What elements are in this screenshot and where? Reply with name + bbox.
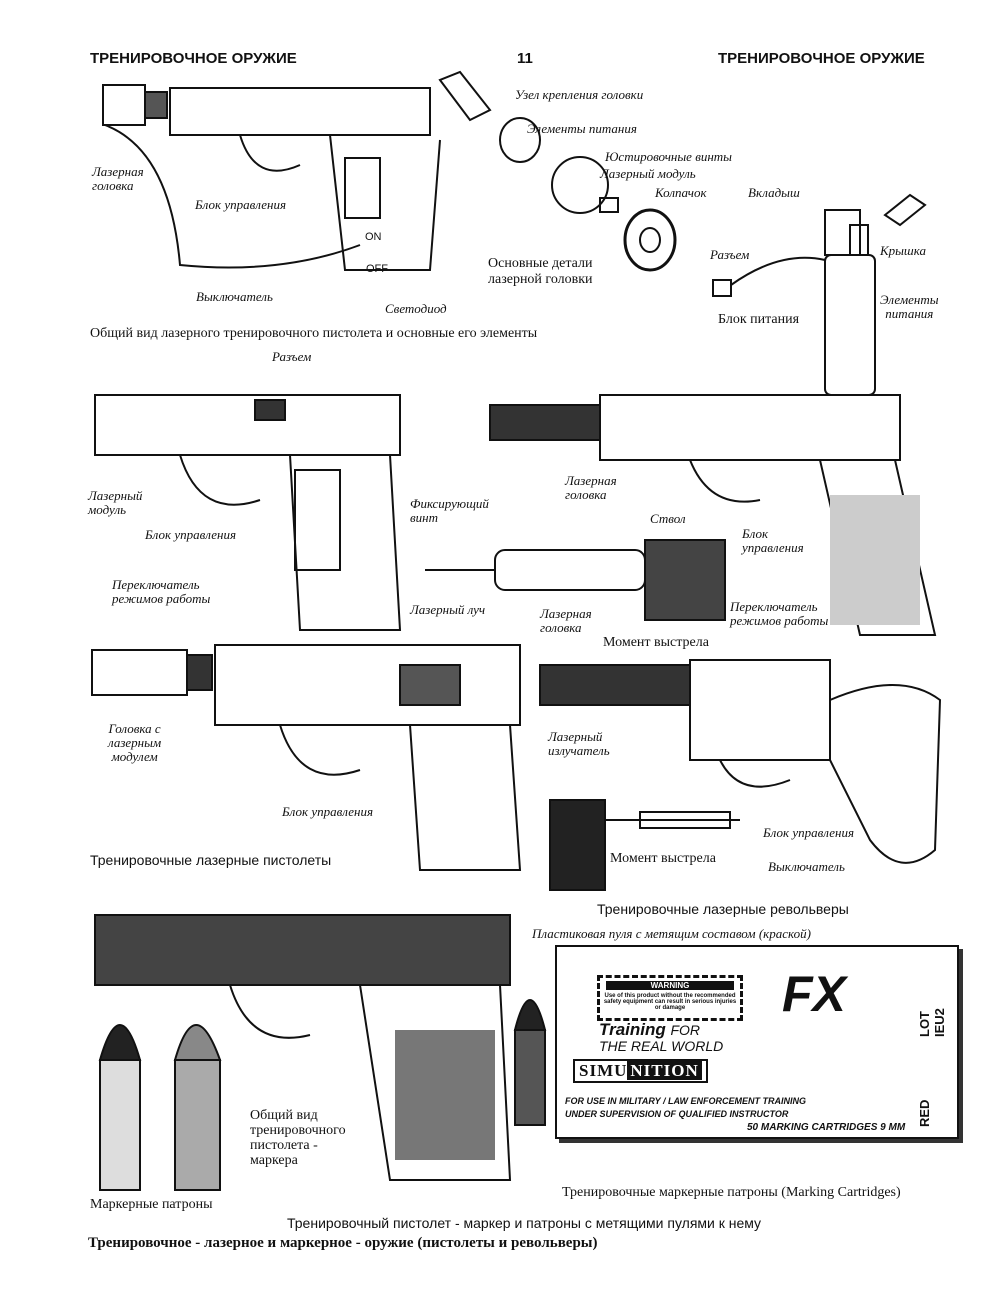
label-switch-2: Выключатель [768,859,845,874]
label-power-elements: Элементы питания [527,121,637,136]
running-header-right: ТРЕНИРОВОЧНОЕ ОРУЖИЕ [718,50,925,67]
page-title: Тренировочное - лазерное и маркерное - о… [88,1235,598,1251]
label-off: OFF [366,263,388,275]
label-control-unit-5: Блок управления [763,825,854,840]
revolver-shot-drawing [549,799,740,891]
fx-logo: FX [782,966,846,1022]
label-insert: Вкладыш [748,185,800,200]
label-head-mount: Узел крепления головки [515,87,644,102]
laser-pistol-drawing-4 [91,644,522,871]
lot-number: LOT IEU2 [917,1008,947,1037]
label-on: ON [365,231,382,243]
laser-pistol-drawing-2 [94,394,402,631]
caption-laser-pistols: Тренировочные лазерные пистолеты [90,852,332,868]
label-adjust-screws: Юстировочные винты [605,149,732,164]
label-laser-module: Лазерный модуль [600,166,696,181]
cartridge-count: 50 MARKING CARTRIDGES 9 MM [747,1122,906,1133]
label-laser-beam: Лазерный луч [410,602,486,617]
label-control-unit-2: Блок управления [145,527,236,542]
caption-section1: Общий вид лазерного тренировочного писто… [90,326,538,341]
marker-cartridges-drawing [98,999,547,1191]
label-led: Светодиод [385,301,447,316]
footer-subcaption: Тренировочный пистолет - маркер и патрон… [287,1215,762,1231]
label-power-unit: Блок питания [718,312,800,327]
marker-pistol-drawing [94,914,512,1181]
label-barrel: Ствол [650,511,686,526]
label-switch: Выключатель [196,289,273,304]
label-connector-2: Разъем [272,349,312,364]
revolver-drawing [539,659,942,864]
caption-box: Тренировочные маркерные патроны (Marking… [562,1185,901,1200]
caption-laser-revolvers: Тренировочные лазерные револьверы [597,901,849,917]
caption-shot-moment: Момент выстрела [603,635,709,650]
laser-pistol-drawing-1 [102,84,441,271]
label-control-unit-4: Блок управления [282,804,373,819]
paint-color: RED [917,1099,932,1127]
label-plastic-bullet: Пластиковая пуля с метящим составом (кра… [532,926,811,941]
label-connector: Разъем [710,247,750,262]
caption-marker-cartridges: Маркерные патроны [90,1197,213,1212]
running-header-left: ТРЕНИРОВОЧНОЕ ОРУЖИЕ [90,50,297,67]
caption-shot-moment-2: Момент выстрела [610,851,716,866]
laser-head-parts-drawing [438,70,677,272]
label-lid: Крышка [880,243,927,258]
label-control-unit: Блок управления [195,197,286,212]
page-number: 11 [517,50,533,67]
barrel-laser-drawing [425,539,726,621]
label-cap: Колпачок [655,185,707,200]
usage-text: FOR USE IN MILITARY / LAW ENFORCEMENT TR… [565,1096,807,1119]
laser-pistol-drawing-3 [489,394,937,636]
